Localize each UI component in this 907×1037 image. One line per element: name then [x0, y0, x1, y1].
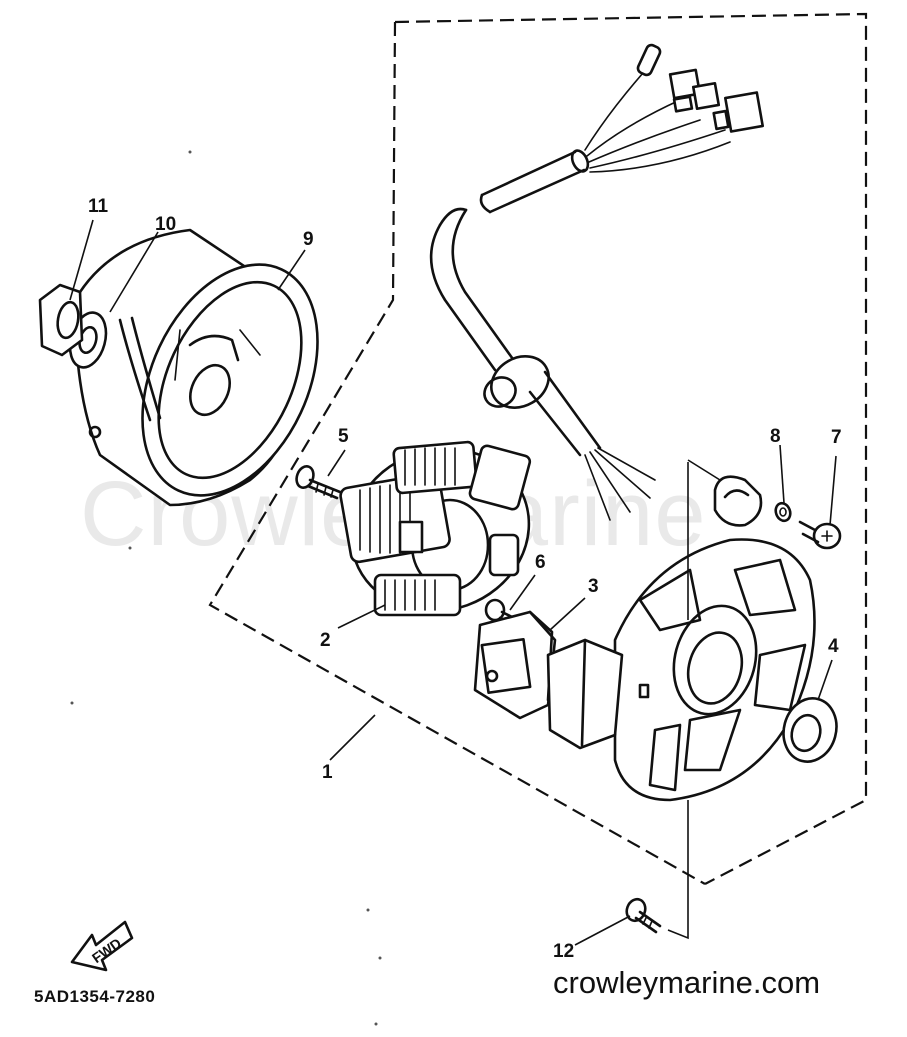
clamp-screw: [798, 520, 842, 550]
base-screw: [625, 897, 662, 934]
callout-11: 11: [88, 196, 109, 217]
callout-6: 6: [535, 552, 546, 573]
stator-base-plate: [546, 538, 816, 802]
oil-seal: [782, 697, 838, 763]
small-washer: [774, 501, 792, 523]
site-url: crowleymarine.com: [553, 965, 821, 1000]
assembly-boundary: [208, 12, 868, 885]
callout-5: 5: [338, 426, 349, 447]
leader-lines: [69, 219, 837, 946]
stator-screw: [295, 465, 342, 500]
wire-clamp: [713, 475, 763, 527]
flywheel-rotor: [73, 228, 319, 507]
callout-8: 8: [770, 426, 781, 447]
callout-12: 12: [553, 941, 574, 962]
scan-specks: [70, 150, 382, 1026]
callout-3: 3: [588, 576, 599, 597]
callout-4: 4: [828, 636, 839, 657]
callout-2: 2: [320, 630, 331, 651]
callout-9: 9: [303, 229, 314, 250]
diagram-code: 5AD1354-7280: [34, 987, 156, 1006]
fwd-arrow: FWD: [70, 920, 134, 972]
wire-harness: [429, 43, 765, 521]
flywheel-nut: [38, 283, 84, 357]
callout-1: 1: [322, 762, 333, 783]
callout-labels: 1 2 3 4 5 6 7 8 9 10 11 12: [88, 196, 842, 962]
pulser-coil: [473, 610, 557, 720]
callout-7: 7: [831, 427, 842, 448]
stator-coil: [339, 440, 532, 617]
callout-10: 10: [155, 214, 176, 235]
